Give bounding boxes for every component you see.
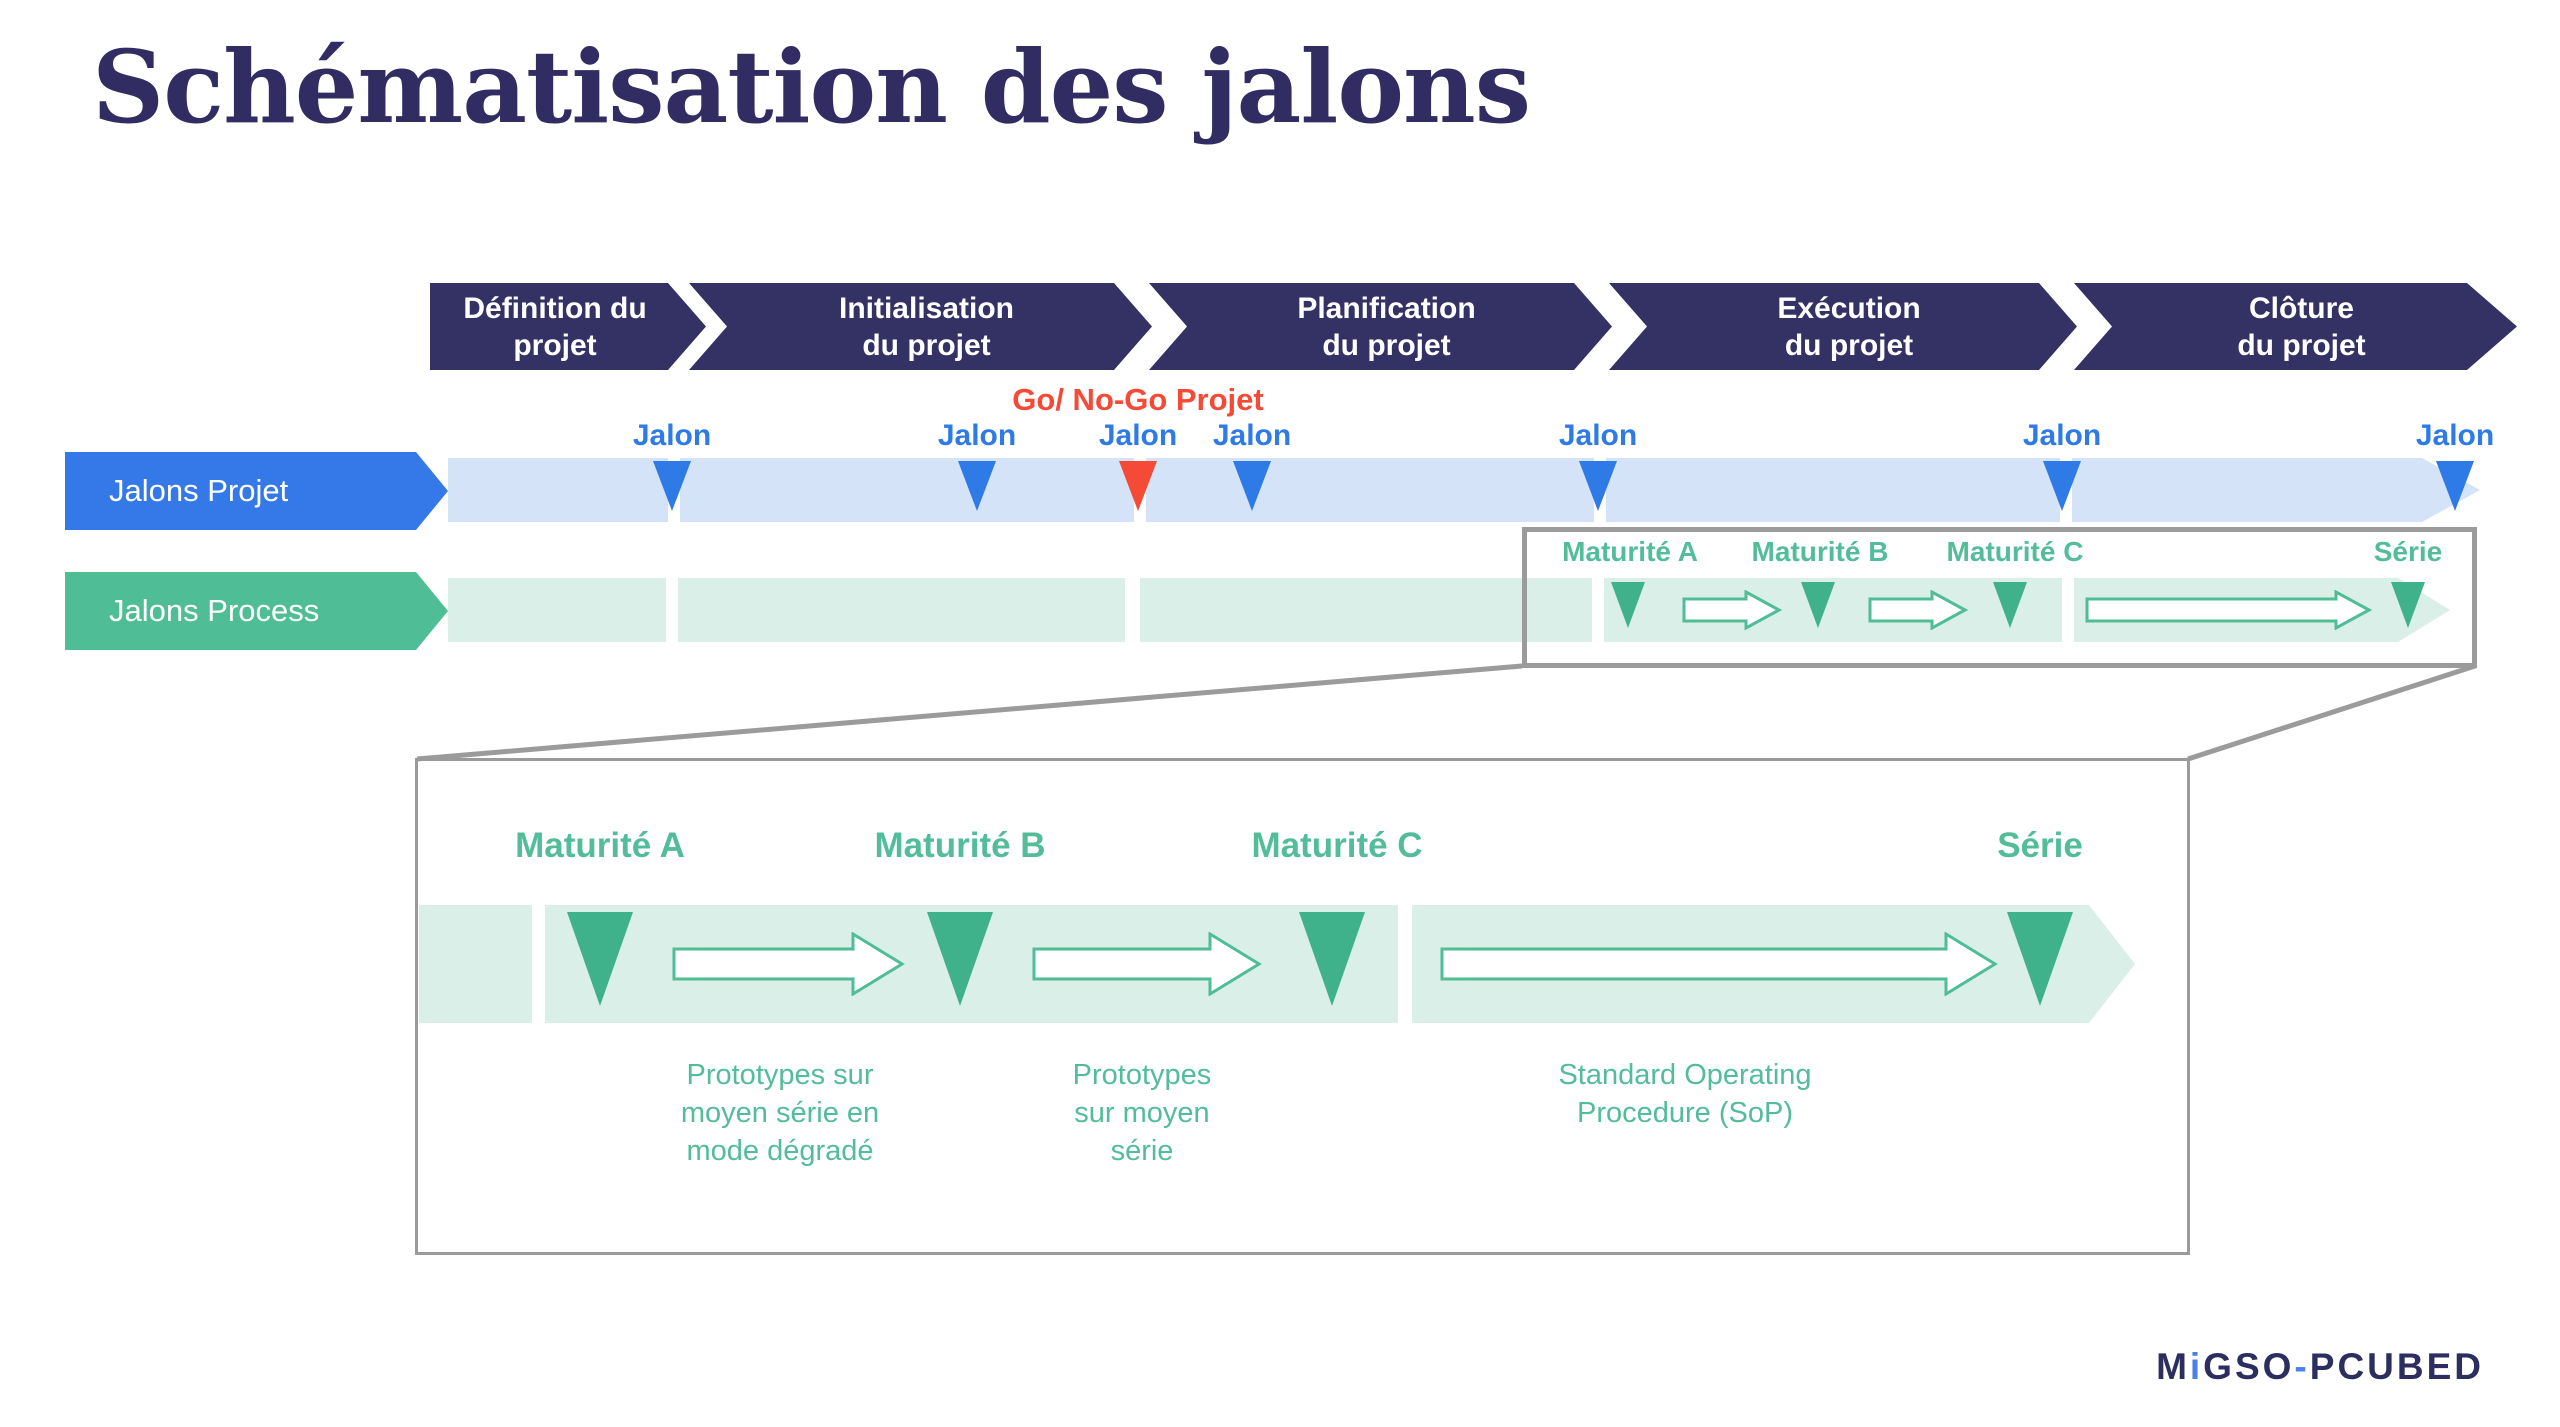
detail-caption-1: Prototypes sur moyen série en mode dégra… [680,1059,880,1167]
transition-arrow-icon [1682,590,1782,630]
detail-band-segment [419,905,532,1023]
process-row-label-arrow: Jalons Process [65,572,448,650]
logo-part: CUBED [2337,1346,2484,1387]
detail-marker-icon [927,912,993,1006]
detail-maturity-label-a: Maturité A [515,826,685,865]
logo-part: M [2156,1346,2190,1387]
project-band-segment [680,458,1134,522]
phase-definition: Définition du projet [430,283,706,370]
jalon-label-1: Jalon [632,419,712,452]
maturity-label-c: Maturité C [1946,536,2084,567]
process-band-segment [678,578,1125,642]
jalon-label-7: Jalon [2415,419,2495,452]
jalon-marker-icon [1233,461,1271,511]
jalon-marker-icon [2043,461,2081,511]
process-band-segment [448,578,666,642]
detail-maturity-label-b: Maturité B [874,826,1046,865]
maturity-label-a: Maturité A [1562,536,1698,567]
go-no-go-marker-icon [1119,461,1157,511]
detail-caption-2: Prototypes sur moyen série [1072,1059,1212,1167]
page-title: Schématisation des jalons [92,28,1531,146]
maturity-marker-icon [1611,582,1645,628]
jalon-label-4: Jalon [1212,419,1292,452]
detail-maturity-label-c: Maturité C [1251,826,1423,865]
maturity-marker-icon [1801,582,1835,628]
phase-execution: Exécution du projet [1609,283,2077,370]
jalon-marker-icon [2436,461,2474,511]
jalon-marker-icon [653,461,691,511]
jalon-label-6: Jalon [2022,419,2102,452]
jalon-marker-icon [1579,461,1617,511]
phase-cloture: Clôture du projet [2074,283,2517,370]
project-band-segment [2072,458,2480,522]
detail-marker-icon [1299,912,1365,1006]
detail-arrow-icon [672,932,905,996]
detail-arrow-icon [1440,932,1998,996]
maturity-marker-icon [1993,582,2027,628]
transition-arrow-icon [1868,590,1968,630]
phase-initialisation: Initialisation du projet [689,283,1152,370]
detail-maturity-label-serie: Série [1997,826,2083,865]
process-band-segment [1140,578,1592,642]
project-band-segment [448,458,668,522]
logo-part: i [2189,1346,2204,1387]
phase-planification: Planification du projet [1149,283,1612,370]
logo-part: - [2294,1346,2310,1387]
maturity-label-b: Maturité B [1751,536,1889,567]
logo-part: P [2309,1346,2338,1387]
project-band-segment [1146,458,1594,522]
jalon-label-2: Jalon [937,419,1017,452]
transition-arrow-icon [2085,590,2372,630]
maturity-label-serie: Série [2373,536,2443,567]
detail-caption-3: Standard Operating Procedure (SoP) [1558,1059,1812,1129]
jalon-label-5: Jalon [1558,419,1638,452]
detail-marker-icon [2007,912,2073,1006]
jalon-label-3: Jalon [1098,419,1178,452]
project-row-label-arrow: Jalons Projet [65,452,448,530]
project-band-segment [1606,458,2060,522]
logo-part: GSO [2203,1346,2295,1387]
maturity-marker-icon [2391,582,2425,628]
jalon-marker-icon [958,461,996,511]
detail-arrow-icon [1032,932,1262,996]
brand-logo: MiGSO-PCUBED [2156,1346,2484,1388]
detail-marker-icon [567,912,633,1006]
go-no-go-label: Go/ No-Go Projet [1012,382,1264,417]
